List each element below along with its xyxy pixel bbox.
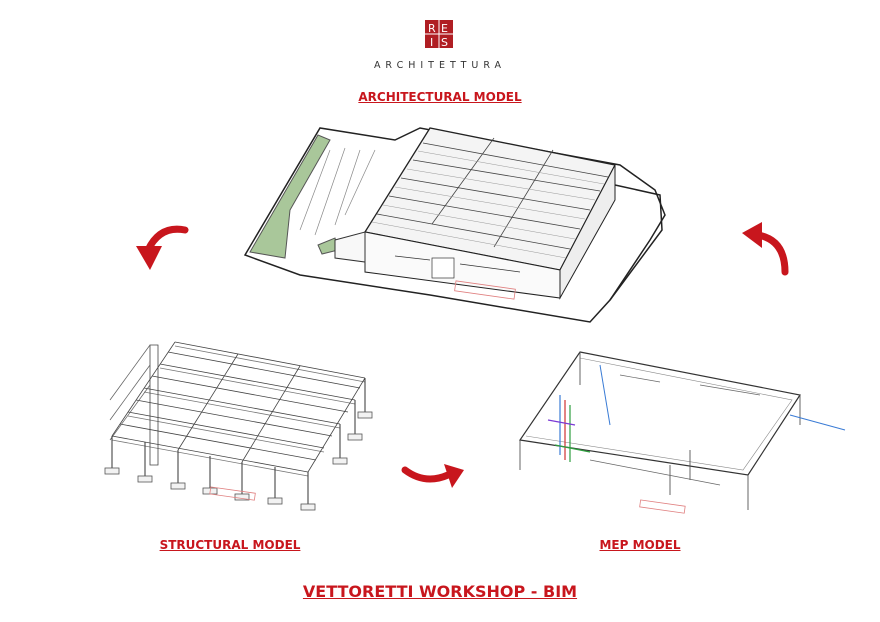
- mep-model-drawing: [518, 351, 846, 514]
- curved-arrow-right-up-icon: [742, 222, 789, 276]
- curved-arrow-bottom-icon: [401, 464, 464, 488]
- mep-model-label: MEP MODEL: [599, 538, 681, 552]
- svg-text:I: I: [430, 36, 433, 48]
- logo-subtitle: ARCHITETTURA: [373, 60, 507, 71]
- curved-arrow-left-icon: [136, 225, 189, 270]
- svg-text:R: R: [428, 22, 436, 35]
- structural-model-label: STRUCTURAL MODEL: [159, 538, 301, 552]
- svg-text:E: E: [441, 22, 448, 35]
- svg-text:S: S: [441, 36, 448, 48]
- logo-letters: R E I S: [425, 20, 453, 48]
- architectural-model-label: ARCHITECTURAL MODEL: [358, 90, 522, 104]
- architectural-model-drawing: [243, 127, 666, 323]
- structural-model-drawing: [104, 341, 373, 511]
- logo-mark: R E I S: [425, 20, 453, 48]
- page-title: VETTORETTI WORKSHOP - BIM: [302, 582, 578, 601]
